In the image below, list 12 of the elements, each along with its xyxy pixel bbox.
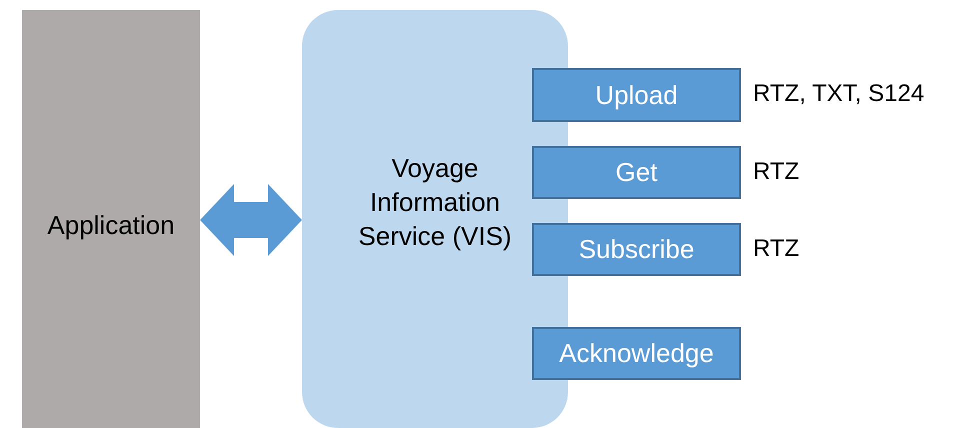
node-label: Upload	[595, 78, 678, 112]
double-arrow	[200, 184, 302, 256]
node-label: Acknowledge	[559, 337, 714, 370]
node-label: Voyage Information Service (VIS)	[357, 152, 513, 253]
operation-box	[532, 327, 741, 380]
node-label: Application	[47, 208, 175, 242]
format-label: RTZ	[753, 157, 800, 187]
node-label: Subscribe	[578, 233, 694, 266]
format-label: RTZ	[753, 234, 800, 264]
node-label: Get	[616, 156, 658, 189]
application-block	[22, 10, 200, 428]
format-label: RTZ, TXT, S124	[753, 79, 924, 109]
